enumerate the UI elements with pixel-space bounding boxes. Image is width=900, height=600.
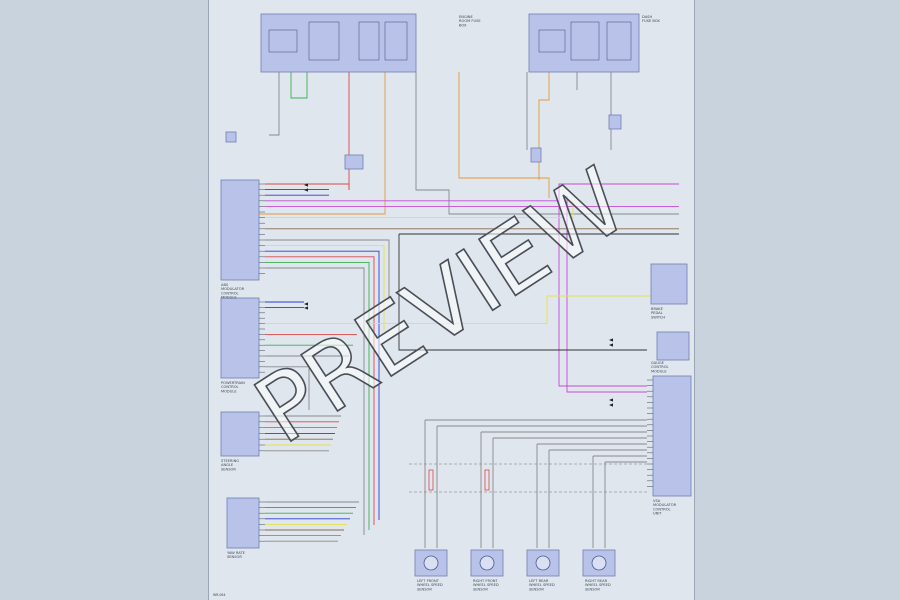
- fuse-symbol: [606, 21, 632, 61]
- pcm: [220, 297, 260, 379]
- connector-arrow: [304, 302, 308, 306]
- wire: [265, 239, 390, 300]
- abs-module: [220, 179, 260, 281]
- combination-meter: [656, 331, 690, 361]
- wire: [265, 261, 370, 530]
- wire-layer: [239, 72, 679, 548]
- inline-connector: [530, 147, 542, 163]
- wire: [265, 245, 385, 330]
- yaw-sensor: [226, 497, 260, 549]
- wire: [398, 234, 647, 351]
- fuse-symbol: [570, 21, 600, 61]
- fuse-symbol: [358, 21, 380, 61]
- sheet-footer-id: WR-064: [213, 593, 225, 597]
- inline-connector: [608, 114, 622, 130]
- wire: [265, 200, 574, 219]
- wire: [239, 72, 386, 215]
- fuse-symbol: [538, 29, 566, 53]
- dash-fuse-box: [528, 13, 640, 73]
- wire: [265, 366, 310, 410]
- component-layer: [220, 13, 692, 577]
- engine-room-fuse-box: [260, 13, 417, 73]
- wire: [538, 72, 550, 180]
- inline-connector: [344, 154, 364, 170]
- wire: [265, 256, 375, 525]
- connector-arrow: [609, 338, 613, 342]
- wheel-sensor-symbol: [423, 555, 439, 571]
- wire: [290, 72, 308, 99]
- connector-arrow: [304, 306, 308, 310]
- wire: [566, 196, 647, 393]
- connector-arrow: [304, 188, 308, 192]
- connector-arrow: [609, 398, 613, 402]
- wire: [265, 295, 651, 325]
- wheel-sensor-rf: [470, 549, 504, 577]
- connector-arrow: [304, 183, 308, 187]
- brake-switch: [650, 263, 688, 305]
- vsa-module: [652, 375, 692, 497]
- wheel-sensor-symbol: [535, 555, 551, 571]
- shield-marker: [428, 469, 434, 491]
- fuse-symbol: [384, 21, 408, 61]
- wire: [458, 72, 550, 198]
- wire: [265, 183, 350, 190]
- inline-connector: [225, 131, 237, 143]
- connector-arrow: [609, 343, 613, 347]
- connector-arrow: [609, 403, 613, 407]
- wire: [265, 267, 365, 535]
- shield-marker: [484, 469, 490, 491]
- steering-sensor: [220, 411, 260, 457]
- wheel-sensor-symbol: [479, 555, 495, 571]
- wheel-sensor-symbol: [591, 555, 607, 571]
- wire: [265, 183, 679, 202]
- wire: [415, 72, 679, 215]
- fuse-symbol: [308, 21, 340, 61]
- wire: [265, 250, 380, 520]
- wire: [269, 72, 280, 136]
- wire: [558, 190, 647, 387]
- fuse-symbol: [268, 29, 298, 53]
